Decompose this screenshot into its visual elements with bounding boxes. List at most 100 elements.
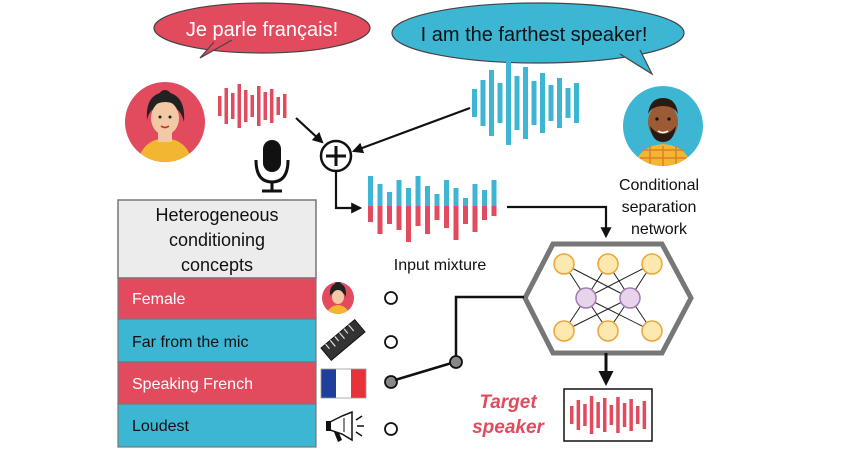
- network-edge: [563, 297, 631, 332]
- arrow-mixture-to-network: [507, 205, 612, 239]
- waveform-bar: [540, 73, 545, 133]
- mixture-bar-blue: [434, 194, 440, 206]
- waveform-bar: [570, 406, 574, 424]
- waveform-bar: [629, 399, 633, 431]
- network-input-node: [553, 253, 575, 275]
- waveform-bar: [497, 83, 503, 123]
- mixture-bar-blue: [472, 184, 478, 206]
- target-speaker-waveform: [570, 396, 647, 434]
- waveform-bar: [231, 93, 235, 119]
- arrow-blue-to-sum: [351, 106, 471, 154]
- waveform-bar: [557, 78, 562, 128]
- concept-row-far-from-mic: Far from the mic: [117, 318, 317, 363]
- waveform-bar: [642, 401, 647, 429]
- concept-row-bg: [117, 403, 317, 448]
- concepts-panel: Heterogeneous conditioning concepts Fema…: [117, 199, 317, 448]
- bubble-tail: [619, 49, 654, 76]
- mixture-bar-red: [472, 206, 478, 232]
- arrow-sum-to-mixture: [334, 171, 363, 214]
- concept-row-bg: [117, 277, 317, 320]
- mixture-bar-blue: [387, 192, 392, 206]
- waveform-bar: [609, 405, 614, 425]
- network-label-line-1: Conditional: [619, 177, 699, 194]
- microphone-icon: [254, 140, 290, 193]
- waveform-bar: [576, 400, 581, 430]
- bubble-body: [391, 2, 685, 64]
- waveform-bar: [472, 89, 477, 117]
- mixture-bar-red: [482, 206, 487, 220]
- mixture-bar-red: [368, 206, 373, 222]
- conditioning-line-to-network: [454, 295, 524, 356]
- mixture-bar-red: [463, 206, 468, 224]
- target-label-line-2: speaker: [472, 417, 545, 438]
- concepts-header-line-1: Heterogeneous: [155, 205, 278, 225]
- mixture-bar-blue: [425, 186, 430, 206]
- switch-pivot: [449, 355, 463, 369]
- concept-label-far-from-mic: Far from the mic: [132, 334, 248, 351]
- bubble-body: [153, 2, 371, 54]
- speech-bubble-farthest: I am the farthest speaker!: [391, 2, 685, 76]
- mixture-bar-red: [491, 206, 497, 216]
- concept-label-loudest: Loudest: [132, 418, 189, 435]
- input-mixture-label: Input mixture: [394, 257, 487, 274]
- waveform-bar: [263, 92, 267, 120]
- waveform-bar: [574, 83, 579, 123]
- network-edge: [585, 263, 653, 299]
- input-mixture-waveform: [368, 176, 497, 242]
- waveform-bar: [489, 70, 494, 136]
- mixture-bar-red: [377, 206, 383, 234]
- bubble-text-french: Je parle français!: [186, 19, 338, 41]
- waveform-bar: [250, 95, 254, 117]
- conditional-network-label: Conditional separation network: [619, 177, 699, 238]
- mixture-bar-red: [406, 206, 411, 242]
- waveform-bar: [565, 88, 571, 118]
- switch-lever: [394, 360, 456, 382]
- female-speaker-avatar: [125, 82, 205, 162]
- concept-row-bg: [117, 318, 317, 363]
- mixture-bar-blue: [368, 176, 373, 206]
- concept-radio-far-from-mic[interactable]: [384, 335, 398, 349]
- mixture-bar-red: [387, 206, 392, 224]
- concept-row-loudest: Loudest: [117, 403, 317, 448]
- waveform-farthest-speaker: [472, 61, 579, 145]
- waveform-bar: [270, 89, 274, 123]
- concept-row-speaking-french: Speaking French: [117, 361, 317, 405]
- concepts-header-line-3: concepts: [181, 255, 253, 275]
- ruler-icon: [320, 319, 366, 361]
- arrow-red-to-sum: [295, 117, 324, 144]
- male-speaker-avatar: [623, 86, 703, 166]
- waveform-bar: [523, 67, 528, 139]
- mixture-bar-blue: [406, 188, 411, 206]
- mixture-bar-blue: [463, 198, 468, 206]
- waveform-bar: [218, 96, 222, 116]
- mixture-bar-red: [396, 206, 402, 230]
- network-hidden-node: [575, 287, 597, 309]
- french-flag-icon: [320, 368, 367, 399]
- network-label-line-2: separation: [622, 199, 697, 216]
- waveform-bar: [603, 398, 607, 432]
- network-input-node: [641, 253, 663, 275]
- network-nodes: [553, 253, 663, 342]
- concept-row-female: Female: [117, 277, 317, 320]
- concept-radio-female[interactable]: [384, 291, 398, 305]
- concept-radio-loudest[interactable]: [384, 422, 398, 436]
- separation-network: [522, 241, 694, 356]
- mixture-bar-blue: [396, 180, 402, 206]
- waveform-bar: [589, 396, 594, 434]
- female-face-icon: [322, 282, 354, 314]
- waveform-bar: [636, 406, 640, 424]
- waveform-bar: [616, 397, 620, 433]
- waveform-bar: [283, 94, 287, 118]
- network-output-node: [641, 320, 663, 342]
- waveform-bar: [622, 403, 627, 427]
- waveform-bar: [531, 81, 537, 125]
- mixture-bar-red: [453, 206, 459, 240]
- mixture-bar-red: [425, 206, 430, 234]
- mixture-bar-blue: [444, 180, 449, 206]
- waveform-bar: [244, 90, 248, 122]
- concepts-header-line-2: conditioning: [169, 230, 265, 250]
- concept-row-bg: [117, 361, 317, 405]
- concept-radio-speaking-french[interactable]: [384, 375, 398, 389]
- concept-label-speaking-french: Speaking French: [132, 376, 253, 393]
